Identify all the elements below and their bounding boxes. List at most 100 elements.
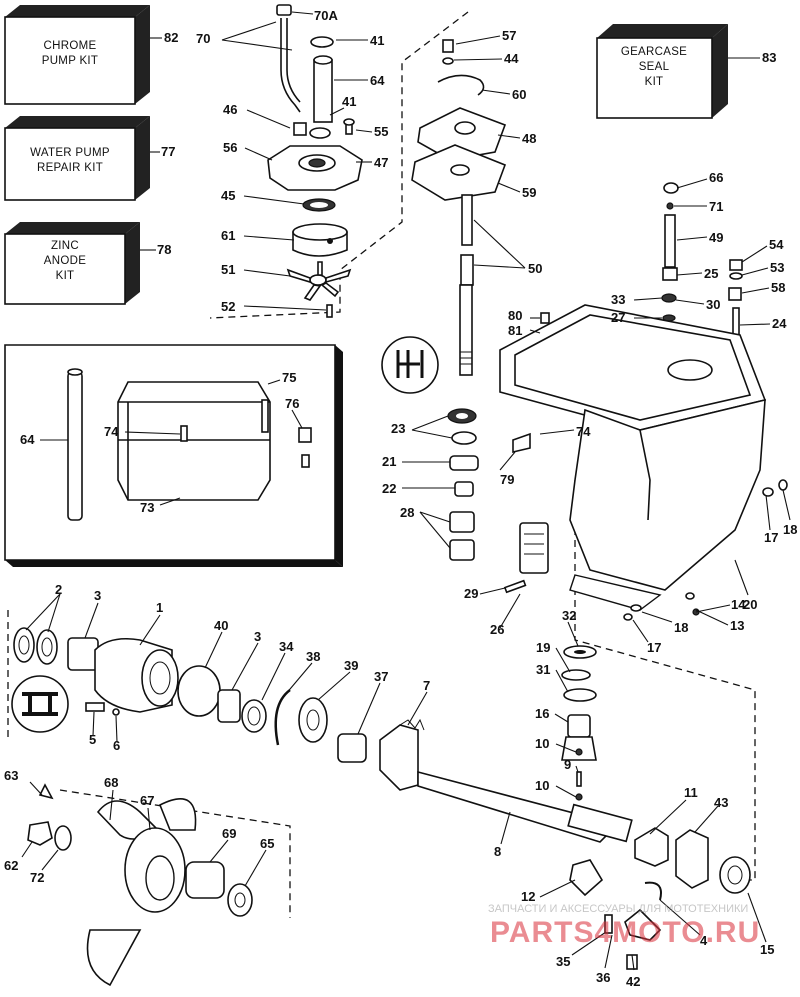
kit-chrome-pump-number: 82 <box>164 30 178 45</box>
callout-47: 47 <box>374 155 388 170</box>
part-29-water-screen <box>519 522 549 574</box>
callout-70: 70 <box>196 31 210 46</box>
callout-7: 7 <box>423 678 430 693</box>
callout-67: 67 <box>140 793 154 808</box>
leader-lines <box>21 11 791 971</box>
callout-5: 5 <box>89 732 96 747</box>
callout-4: 4 <box>700 933 708 948</box>
part-69-spacer <box>185 861 225 899</box>
callout-69: 69 <box>222 826 236 841</box>
callout-13: 13 <box>730 618 744 633</box>
callout-45: 45 <box>221 188 235 203</box>
callout-74-left: 74 <box>104 424 119 439</box>
propeller <box>27 783 253 987</box>
part-52-pin <box>326 304 333 318</box>
callout-19: 19 <box>536 640 550 655</box>
callout-10-lower: 10 <box>535 778 549 793</box>
callout-3-left: 3 <box>94 588 101 603</box>
callout-18-right: 18 <box>783 522 797 537</box>
callout-48: 48 <box>522 131 536 146</box>
part-46-grommet <box>293 122 307 136</box>
kit-zinc-line-3: KIT <box>56 270 75 282</box>
part-49-rod <box>664 214 676 268</box>
kit-gearcase-number: 83 <box>762 50 776 65</box>
callout-42: 42 <box>626 974 640 989</box>
callout-73: 73 <box>140 500 154 515</box>
kit-chrome-pump-line-2: PUMP KIT <box>42 55 99 67</box>
kit-chrome-pump: CHROME PUMP KIT 82 <box>4 5 178 105</box>
part-50-driveshaft-upper <box>461 194 473 246</box>
callout-66: 66 <box>709 170 723 185</box>
callout-74-right: 74 <box>576 424 591 439</box>
part-57-bushing <box>442 39 454 53</box>
callout-24: 24 <box>772 316 787 331</box>
callout-17-right: 17 <box>764 530 778 545</box>
callout-72: 72 <box>30 870 44 885</box>
callout-10-upper: 10 <box>535 736 549 751</box>
kit-gearcase-line-1: GEARCASE <box>621 46 687 58</box>
part-11-clutch <box>634 827 669 867</box>
callout-32: 32 <box>562 608 576 623</box>
callout-17-lower: 17 <box>647 640 661 655</box>
upper-bearings <box>381 336 549 594</box>
callout-11: 11 <box>684 785 698 800</box>
callout-1: 1 <box>156 600 163 615</box>
kit-zinc-number: 78 <box>157 242 171 257</box>
callout-50: 50 <box>528 261 542 276</box>
callout-64-exhaust: 64 <box>20 432 35 447</box>
callout-28: 28 <box>400 505 414 520</box>
callout-75: 75 <box>282 370 296 385</box>
callout-18-lower: 18 <box>674 620 688 635</box>
callout-36: 36 <box>596 970 610 985</box>
part-40-o-ring <box>177 665 221 717</box>
callout-70a: 70A <box>314 8 338 23</box>
callout-55: 55 <box>374 124 388 139</box>
callout-27: 27 <box>611 310 625 325</box>
callout-25: 25 <box>704 266 718 281</box>
callout-39: 39 <box>344 658 358 673</box>
callout-79: 79 <box>500 472 514 487</box>
kit-water-pump-line-1: WATER PUMP <box>30 147 110 159</box>
callout-37: 37 <box>374 669 388 684</box>
part-70a-grommet <box>276 4 292 16</box>
kit-gearcase-line-3: KIT <box>645 76 664 88</box>
part-66-knob <box>663 182 679 194</box>
callout-43: 43 <box>714 795 728 810</box>
propeller-shaft <box>417 770 751 970</box>
part-64-tube <box>313 59 333 123</box>
plates-and-shaft <box>411 39 507 376</box>
callout-59: 59 <box>522 185 536 200</box>
callout-26: 26 <box>490 622 504 637</box>
part-20-lower-case <box>569 398 766 591</box>
part-16-pinion <box>567 714 591 738</box>
callout-53: 53 <box>770 260 784 275</box>
callout-56: 56 <box>223 140 237 155</box>
callout-62: 62 <box>4 858 18 873</box>
callout-9: 9 <box>564 757 571 772</box>
part-50-driveshaft-lower <box>459 284 473 376</box>
callout-30: 30 <box>706 297 720 312</box>
callout-44: 44 <box>504 51 519 66</box>
watermark-caption: ЗАПЧАСТИ И АКСЕССУАРЫ ДЛЯ МОТОТЕХНИКИ <box>488 903 748 915</box>
kit-water-pump-number: 77 <box>161 144 175 159</box>
prop-bearing-group <box>11 627 425 791</box>
gearcase-housing <box>499 304 788 621</box>
callout-33: 33 <box>611 292 625 307</box>
callout-numbers: 70A 70 41 64 41 46 55 56 47 45 61 51 52 … <box>4 8 797 989</box>
callout-76: 76 <box>285 396 299 411</box>
part-7-gear <box>379 724 419 791</box>
callout-61: 61 <box>221 228 235 243</box>
exhaust-housing-box <box>4 344 343 567</box>
kit-zinc-line-1: ZINC <box>51 240 79 252</box>
kit-water-pump-repair: WATER PUMP REPAIR KIT 77 <box>4 116 175 201</box>
callout-20: 20 <box>743 597 757 612</box>
callout-60: 60 <box>512 87 526 102</box>
part-41-o-ring-2 <box>309 127 331 139</box>
callout-2: 2 <box>55 582 62 597</box>
callout-49: 49 <box>709 230 723 245</box>
part-41-o-ring <box>310 36 334 48</box>
part-73-exhaust-housing <box>117 381 271 501</box>
callout-8: 8 <box>494 844 501 859</box>
callout-35: 35 <box>556 954 570 969</box>
